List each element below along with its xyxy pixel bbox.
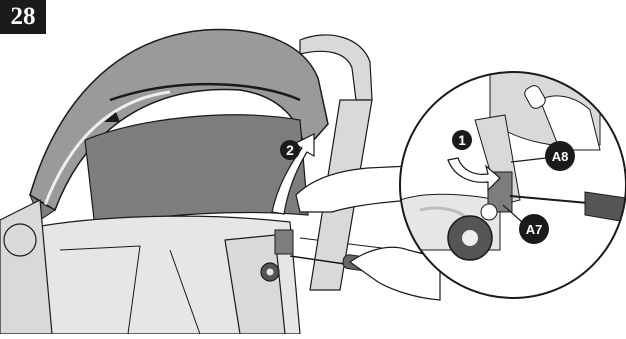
callout-step-two-label: 2 [286,142,294,158]
upper-hand [296,166,412,212]
detail-view [400,60,626,298]
callout-part-a7-label: A7 [526,222,543,237]
callout-step-two: 2 [280,140,300,160]
callout-step-one-label: 1 [458,132,466,148]
callout-part-a8-label: A8 [552,149,569,164]
seat-frame [0,200,300,334]
step-number-badge: 28 [0,0,46,34]
callout-step-one: 1 [452,130,472,150]
